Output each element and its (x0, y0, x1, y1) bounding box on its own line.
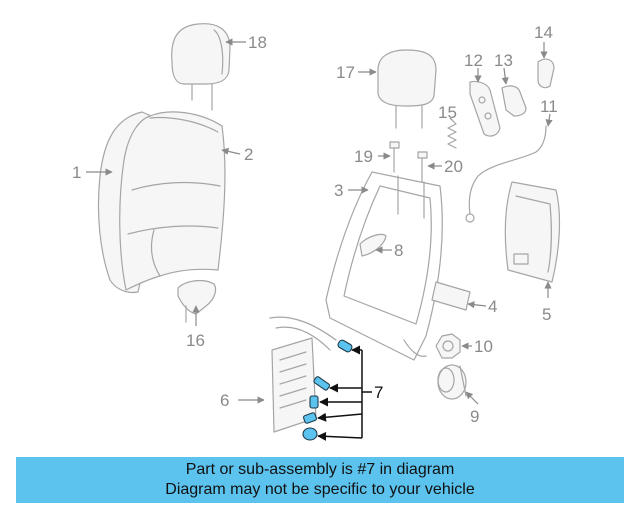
part-6-recliner-assembly (238, 316, 337, 433)
part-17-headrest (358, 49, 437, 129)
callout-8: 8 (394, 241, 403, 260)
callout-5: 5 (542, 305, 551, 324)
callout-10: 10 (474, 337, 493, 356)
part-13-switch (501, 67, 527, 117)
callout-6: 6 (220, 391, 229, 410)
info-banner: Part or sub-assembly is #7 in diagram Di… (16, 457, 624, 503)
callout-16: 16 (186, 331, 205, 350)
callout-2: 2 (244, 145, 253, 164)
fastener-d (303, 412, 317, 424)
callout-18: 18 (248, 33, 267, 52)
part-10-knob (435, 333, 472, 359)
part-5-back-panel (504, 181, 561, 298)
callout-7: 7 (374, 383, 383, 402)
callout-3: 3 (334, 181, 343, 200)
part-3-frame (325, 171, 443, 361)
callout-9: 9 (470, 407, 479, 426)
callout-14: 14 (534, 23, 553, 42)
part-16-trim (177, 279, 217, 326)
fastener-c (309, 395, 319, 409)
part-14-knob (537, 42, 555, 89)
part-19-guide (378, 141, 400, 173)
callout-17: 17 (336, 63, 355, 82)
fastener-a (337, 339, 353, 353)
part-12-switch-housing (469, 68, 501, 137)
part-7-fasteners (302, 339, 372, 441)
callout-13: 13 (494, 51, 513, 70)
callout-19: 19 (354, 147, 373, 166)
callout-12: 12 (464, 51, 483, 70)
banner-line-part: Part or sub-assembly is #7 in diagram (185, 461, 455, 478)
part-11-wire-harness (465, 113, 553, 223)
part-20-guide (417, 151, 442, 183)
callout-15: 15 (438, 103, 457, 122)
fastener-e (302, 427, 318, 441)
callout-1: 1 (72, 163, 81, 182)
part-15-spring (447, 117, 457, 149)
banner-line-disclaimer: Diagram may not be specific to your vehi… (165, 481, 475, 498)
callout-11: 11 (540, 97, 558, 116)
seat-parts-diagram: 1 2 3 4 5 6 7 8 9 10 11 12 13 14 15 16 1… (72, 23, 561, 441)
callout-4: 4 (488, 297, 497, 316)
callout-20: 20 (444, 157, 463, 176)
part-18-headrest (171, 23, 246, 111)
part-4-rod (431, 281, 487, 311)
part-2-seatback-cover (119, 111, 241, 291)
part-9-handwheel (437, 364, 479, 405)
part-8-lumbar (359, 233, 392, 257)
fastener-b (313, 376, 331, 391)
